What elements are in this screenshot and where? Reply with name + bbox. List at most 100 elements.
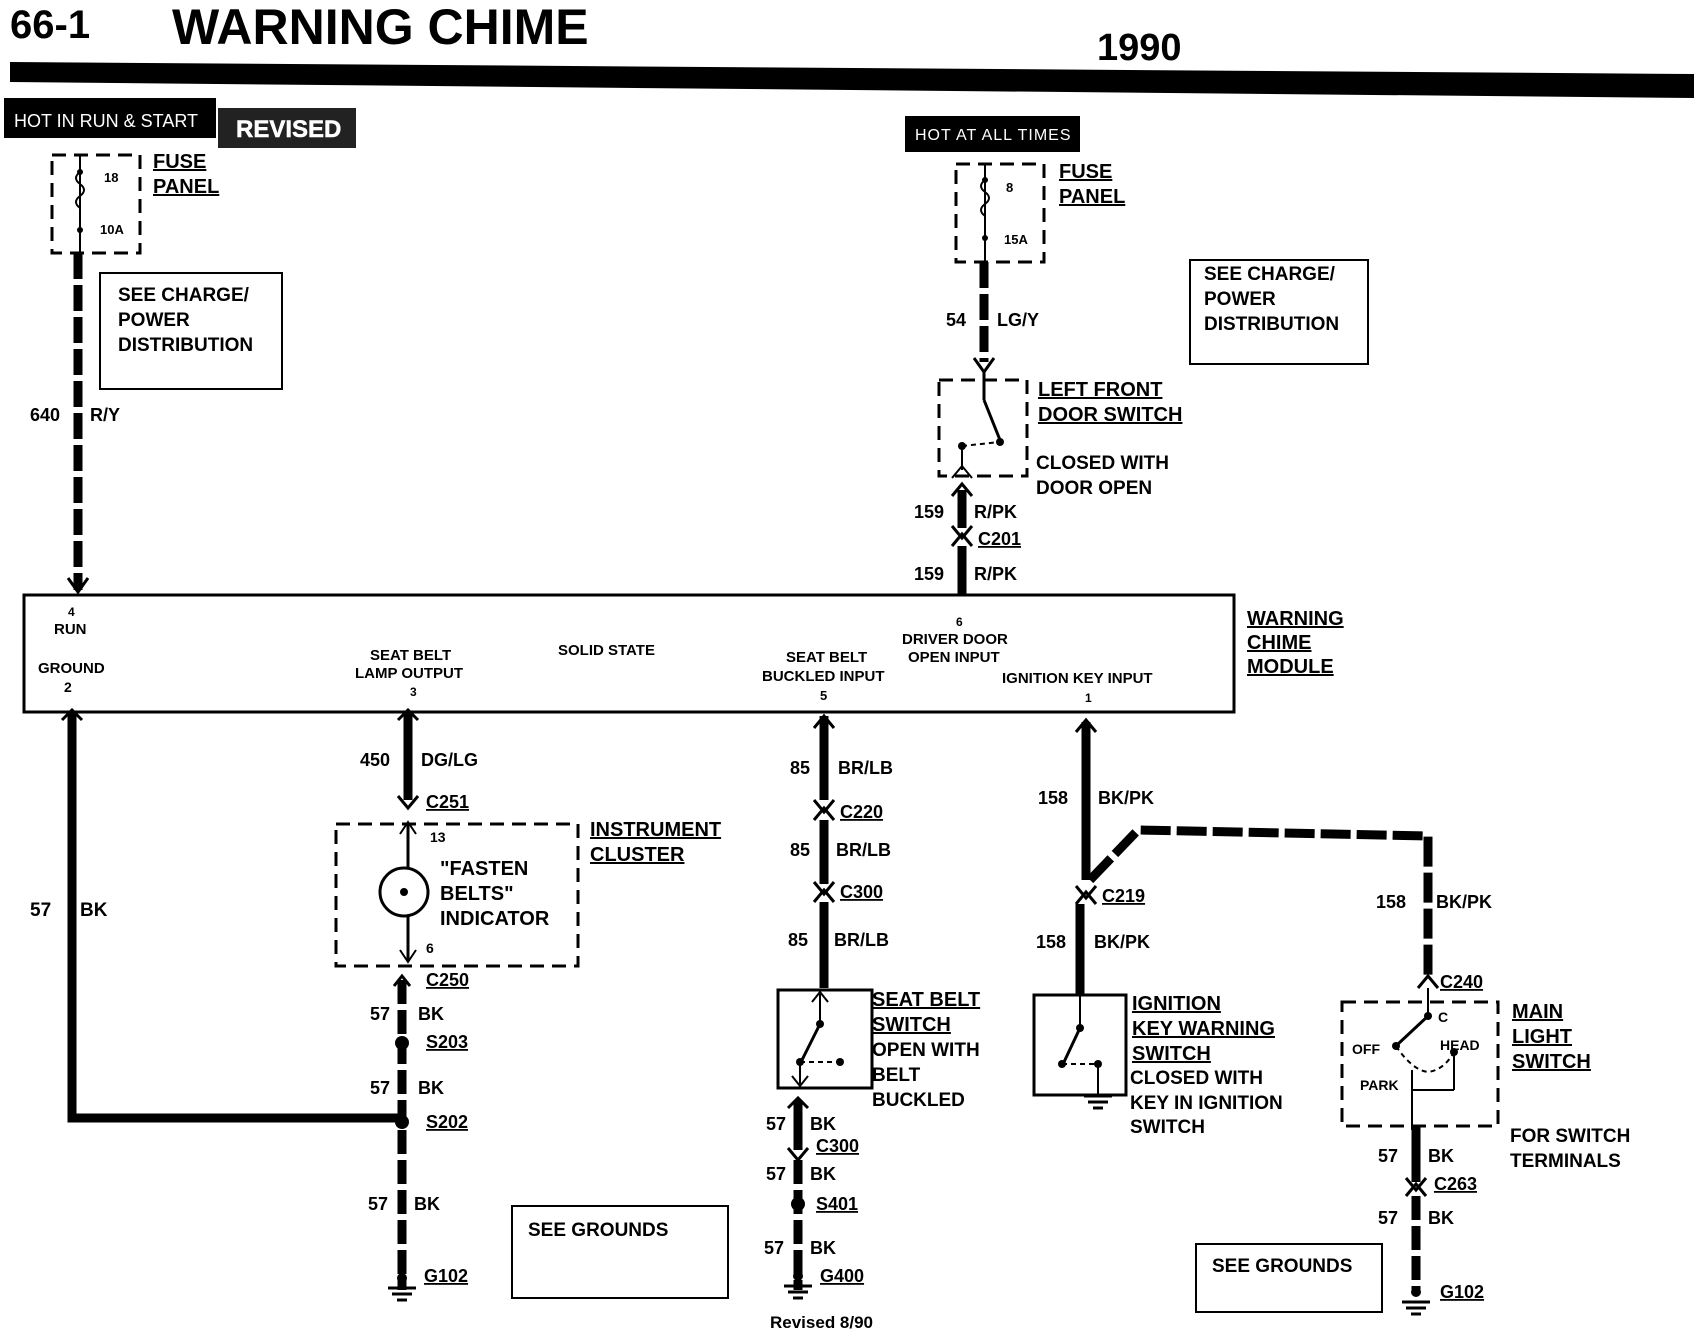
see-charge-right-line2: POWER <box>1204 289 1276 310</box>
wire-159-up-arrow <box>950 481 974 497</box>
ignition-key-switch-state: CLOSED WITH <box>1130 1068 1263 1089</box>
wire-57-ground-number: 57 <box>30 900 51 921</box>
see-charge-left-line2: POWER <box>118 310 190 331</box>
see-charge-left-line3: DISTRIBUTION <box>118 335 253 356</box>
wire-450-color: DG/LG <box>421 750 478 770</box>
pin2-arrow <box>60 707 84 722</box>
pin-buckled-label2: BUCKLED INPUT <box>762 668 885 685</box>
right-fuse-number: 8 <box>1006 180 1013 195</box>
splice-s203-dot <box>395 1036 409 1050</box>
wire-158a-number: 158 <box>1038 788 1068 808</box>
connector-c240: C240 <box>1440 972 1483 992</box>
ground-symbol-g102-left <box>388 1273 416 1302</box>
connector-c300-top-symbol <box>812 881 836 903</box>
pin-key-number: 1 <box>1085 691 1092 705</box>
wire-158c-color: BK/PK <box>1436 892 1492 912</box>
wire-85b-color: BR/LB <box>836 840 891 860</box>
main-light-switch-note2: TERMINALS <box>1510 1151 1621 1172</box>
belt-switch-bottom-arrow <box>786 1095 810 1110</box>
see-grounds-left: SEE GROUNDS <box>528 1220 668 1241</box>
wire-57-belt-w6-color: BK <box>810 1238 836 1258</box>
pin-buckled-label: SEAT BELT <box>786 649 867 666</box>
main-light-switch-symbol <box>1340 988 1500 1130</box>
ground-symbol-g102-right <box>1402 1287 1430 1316</box>
seat-belt-switch-state: OPEN WITH <box>872 1040 980 1061</box>
year-label: 1990 <box>1097 27 1182 69</box>
hot-run-start-text: HOT IN RUN & START <box>14 111 198 131</box>
right-fuse-rating: 15A <box>1004 232 1028 247</box>
main-light-switch-note: FOR SWITCH <box>1510 1126 1630 1147</box>
wire-159b-number: 159 <box>914 564 944 584</box>
ground-g400: G400 <box>820 1266 864 1286</box>
module-name2: CHIME <box>1247 632 1311 654</box>
page-number: 66-1 <box>10 3 90 47</box>
connector-c263: C263 <box>1434 1174 1477 1194</box>
main-light-pos-park: PARK <box>1360 1077 1399 1093</box>
wire-57-cluster-w2-color: BK <box>418 1078 444 1098</box>
splice-s202: S202 <box>426 1112 468 1132</box>
left-fuse-label2: PANEL <box>153 176 219 198</box>
pin-buckled-number: 5 <box>820 688 827 703</box>
wire-57-belt-w6-number: 57 <box>764 1238 784 1258</box>
wire-57-belt-w5-color: BK <box>810 1164 836 1184</box>
pin-door-number: 6 <box>956 615 963 629</box>
connector-c201: C201 <box>978 529 1021 549</box>
see-grounds-right: SEE GROUNDS <box>1212 1256 1352 1277</box>
main-light-switch-label: MAIN <box>1512 1001 1563 1023</box>
hot-all-times-text: HOT AT ALL TIMES <box>915 127 1072 144</box>
fasten-belts-indicator2: BELTS" <box>440 883 514 905</box>
pin-door-label2: OPEN INPUT <box>908 649 1000 666</box>
main-light-switch-label2: LIGHT <box>1512 1026 1572 1048</box>
pin1-arrow <box>1074 717 1098 733</box>
wire-57-cluster-w2-number: 57 <box>370 1078 390 1098</box>
wire-57-ground <box>67 712 402 1123</box>
connector-c240-symbol <box>1416 973 1440 989</box>
left-fuse-label: FUSE <box>153 151 206 173</box>
wire-85c-color: BR/LB <box>834 930 889 950</box>
ignition-key-switch-label3: SWITCH <box>1132 1043 1211 1065</box>
wire-158a-color: BK/PK <box>1098 788 1154 808</box>
revised-badge <box>218 108 356 148</box>
wire-85a-number: 85 <box>790 758 810 778</box>
door-switch-symbol <box>937 372 1029 479</box>
pin-ground-number: 2 <box>64 679 72 695</box>
wire-54-number: 54 <box>946 310 966 330</box>
warning-chime-module-box <box>22 593 1236 714</box>
ignition-key-switch-state3: SWITCH <box>1130 1117 1205 1138</box>
header-rule <box>10 62 1694 98</box>
seat-belt-switch-label: SEAT BELT <box>872 989 980 1011</box>
wire-54-color: LG/Y <box>997 310 1039 330</box>
wire-57-light-w2-color: BK <box>1428 1146 1454 1166</box>
splice-s401: S401 <box>816 1194 858 1214</box>
wire-158c-number: 158 <box>1376 892 1406 912</box>
pin-ground-label: GROUND <box>38 660 105 677</box>
wire-158b-color: BK/PK <box>1094 932 1150 952</box>
instrument-cluster-label: INSTRUMENT <box>590 819 721 841</box>
splice-s202-dot <box>395 1115 409 1129</box>
see-grounds-right-box <box>1195 1243 1383 1313</box>
see-charge-right-box <box>1189 259 1369 365</box>
connector-c219-symbol <box>1074 885 1098 905</box>
door-switch-label2: DOOR SWITCH <box>1038 404 1182 426</box>
wire-57-belt-w4-number: 57 <box>766 1114 786 1134</box>
wire-57-ground-color: BK <box>80 900 108 921</box>
pin-lamp-label2: LAMP OUTPUT <box>355 665 463 682</box>
ignition-key-switch-state2: KEY IN IGNITION <box>1130 1093 1283 1114</box>
connector-c263-symbol <box>1404 1177 1428 1197</box>
splice-s401-dot <box>791 1197 805 1211</box>
page-title: WARNING CHIME <box>172 0 589 55</box>
connector-c300-top: C300 <box>840 882 883 902</box>
see-grounds-left-box <box>511 1205 729 1299</box>
wire-57-cluster-w3-number: 57 <box>368 1194 388 1214</box>
connector-c300-bottom: C300 <box>816 1136 859 1156</box>
wire-159b-color: R/PK <box>974 564 1017 584</box>
see-charge-left-line1: SEE CHARGE/ <box>118 285 250 306</box>
seat-belt-switch-state3: BUCKLED <box>872 1090 965 1111</box>
ignition-key-switch-label: IGNITION <box>1132 993 1221 1015</box>
ground-g102-right: G102 <box>1440 1282 1484 1302</box>
connector-c251: C251 <box>426 792 469 812</box>
wire-640-number: 640 <box>30 405 60 425</box>
ground-symbol-g400 <box>784 1271 812 1300</box>
see-charge-right-line1: SEE CHARGE/ <box>1204 264 1336 285</box>
wire-57-light-w2-number: 57 <box>1378 1146 1398 1166</box>
